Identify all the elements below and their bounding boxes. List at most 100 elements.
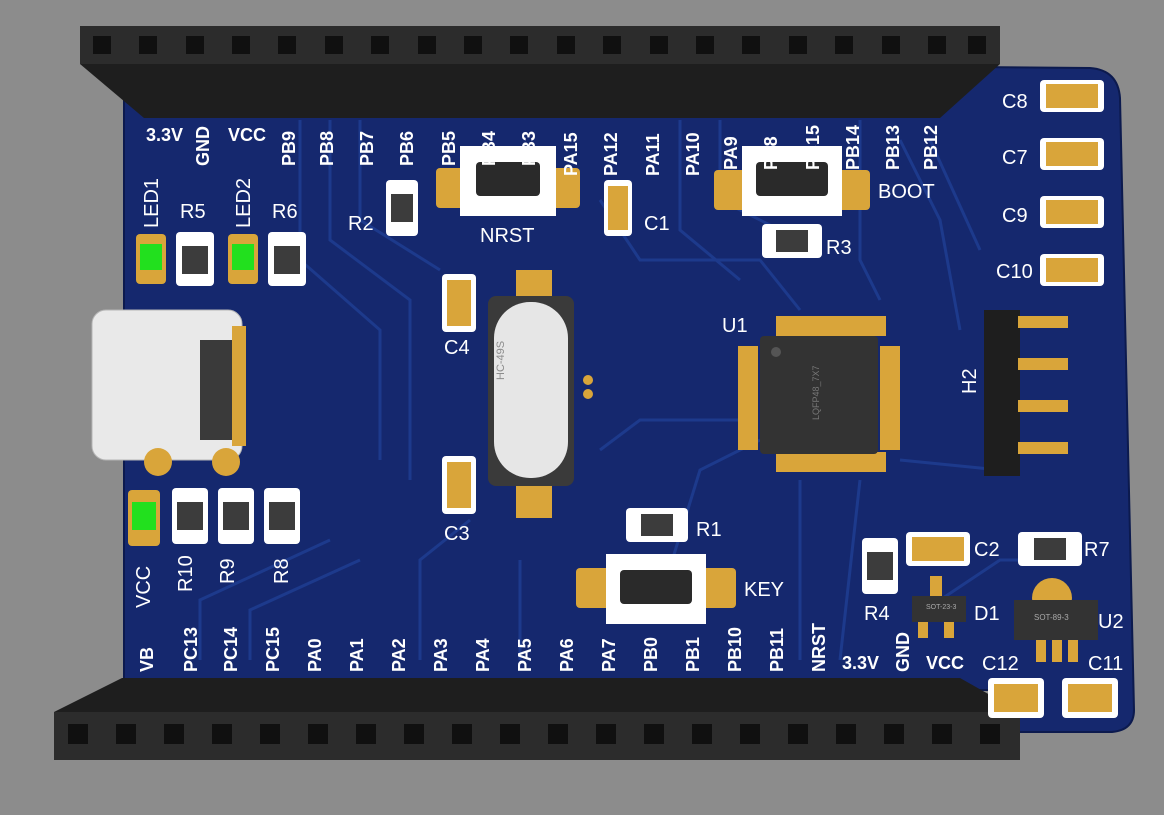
c4-part <box>442 274 476 332</box>
u1-label: U1 <box>722 315 748 337</box>
r6-part <box>268 232 306 286</box>
r2-label: R2 <box>348 213 374 235</box>
bottom-pin-label: PA5 <box>515 638 535 672</box>
top-pin-label: PB14 <box>843 124 863 170</box>
top-pin-label: PA10 <box>683 132 703 176</box>
r2-part <box>386 180 418 236</box>
top-pin-label: PB5 <box>439 130 459 166</box>
r5-part <box>176 232 214 286</box>
top-pin-label: PB13 <box>883 124 903 170</box>
r7-label: R7 <box>1084 539 1110 561</box>
c10-part <box>1040 254 1104 286</box>
r4-part <box>862 538 898 594</box>
top-pin-label: PA15 <box>561 132 581 176</box>
bottom-pin-label: NRST <box>809 623 829 672</box>
bottom-pin-label: PA6 <box>557 638 577 672</box>
c2-part <box>906 532 970 566</box>
bottom-pin-label: PA3 <box>431 638 451 672</box>
top-pin-holes <box>93 36 986 54</box>
r6-label: R6 <box>272 201 298 223</box>
d1-part <box>912 576 966 638</box>
bottom-pin-label: PA4 <box>473 638 493 672</box>
key-label: KEY <box>744 579 785 601</box>
c1-part <box>604 180 632 236</box>
top-pin-header <box>80 26 1000 118</box>
led2-label: LED2 <box>233 177 255 228</box>
top-pin-label: PB6 <box>397 130 417 166</box>
bottom-pin-label: PA7 <box>599 638 619 672</box>
top-pin-label: GND <box>193 126 213 166</box>
r9-part <box>218 488 254 544</box>
u2-part <box>1014 578 1098 662</box>
top-pin-label: PB7 <box>357 130 377 166</box>
bottom-pin-label: VB <box>137 646 157 672</box>
c2-label: C2 <box>974 539 1000 561</box>
top-pin-label: PA12 <box>601 132 621 176</box>
nrst-label: NRST <box>480 225 535 247</box>
crystal-part <box>488 270 593 518</box>
c7-label: C7 <box>1002 147 1028 169</box>
u2-label: U2 <box>1098 611 1124 633</box>
top-pin-label: PA11 <box>643 133 663 176</box>
top-pin-label: 3.3V <box>146 125 184 145</box>
r5-label: R5 <box>180 201 206 223</box>
bottom-pin-label: PB1 <box>683 636 703 672</box>
r10-part <box>172 488 208 544</box>
r1-label: R1 <box>696 519 722 541</box>
u2-marking: SOT-89-3 <box>1034 613 1069 622</box>
vcc-led-part <box>128 490 160 546</box>
top-pin-label: PA9 <box>721 136 741 170</box>
c10-label: C10 <box>996 261 1033 283</box>
bottom-pin-label: 3.3V <box>842 653 880 673</box>
boot-label: BOOT <box>878 181 935 203</box>
key-button-part <box>576 554 736 624</box>
led2-part <box>228 234 258 284</box>
c9-part <box>1040 196 1104 228</box>
bottom-pin-label: PC15 <box>263 626 283 672</box>
c8-part <box>1040 80 1104 112</box>
bottom-pin-label: PA0 <box>305 638 325 672</box>
h2-header-part <box>984 310 1068 476</box>
bottom-pin-holes <box>68 724 1000 744</box>
r9-label: R9 <box>217 558 239 584</box>
c12-part <box>988 678 1044 718</box>
r3-part <box>762 224 822 258</box>
d1-marking: SOT-23-3 <box>926 604 957 611</box>
c11-label: C11 <box>1088 653 1124 675</box>
top-pin-label: PB9 <box>279 130 299 166</box>
top-pin-label: PB3 <box>519 130 539 166</box>
mcu-u1-part <box>738 316 900 472</box>
top-pin-label: PB12 <box>921 124 941 170</box>
bottom-pin-label: PA2 <box>389 638 409 672</box>
usb-c-connector <box>91 309 246 476</box>
c11-part <box>1062 678 1118 718</box>
top-pin-label: PB8 <box>317 130 337 166</box>
bottom-pin-header <box>54 678 1020 760</box>
c8-label: C8 <box>1002 91 1028 113</box>
h2-label: H2 <box>959 368 981 394</box>
r1-part <box>626 508 688 542</box>
mcu-marking: LQFP48_7X7 <box>811 365 821 420</box>
c12-label: C12 <box>982 653 1019 675</box>
top-pin-label: PA8 <box>761 136 781 170</box>
led1-label: LED1 <box>141 177 163 228</box>
vcc-label: VCC <box>133 565 155 608</box>
bottom-pin-label: PB11 <box>767 627 787 672</box>
crystal-marking: HC-49S <box>495 340 507 380</box>
r4-label: R4 <box>864 603 890 625</box>
r8-part <box>264 488 300 544</box>
d1-label: D1 <box>974 603 1000 625</box>
c9-label: C9 <box>1002 205 1028 227</box>
bottom-pin-label: PC14 <box>221 626 241 672</box>
top-pin-label: PB15 <box>803 124 823 170</box>
bottom-pin-label: PB0 <box>641 636 661 672</box>
bottom-pin-label: PC13 <box>181 626 201 672</box>
r8-label: R8 <box>271 558 293 584</box>
nrst-button-part <box>436 146 580 216</box>
c3-label: C3 <box>444 523 470 545</box>
led1-part <box>136 234 166 284</box>
boot-button-part <box>714 146 870 216</box>
bottom-pin-label: GND <box>893 632 913 672</box>
